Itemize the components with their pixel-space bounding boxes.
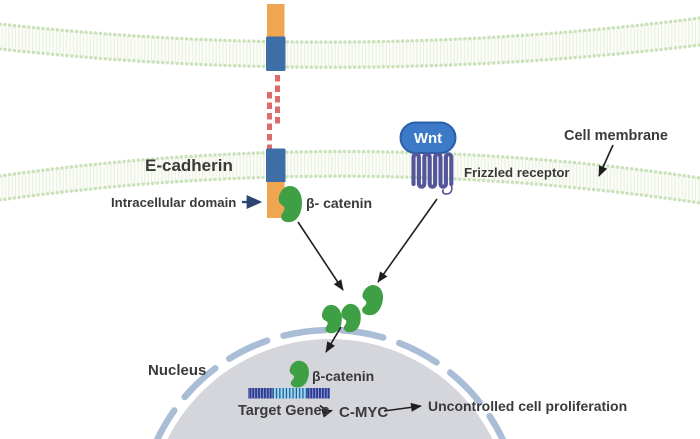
e-cadherin-transmembrane-top	[266, 36, 286, 71]
arrow-cell-membrane-pointer	[598, 144, 614, 177]
arrow-cmyc-to-proliferation	[383, 402, 422, 412]
nucleus-envelope-dashes	[135, 326, 525, 439]
label-beta-catenin-nucleus: β-catenin	[312, 368, 374, 384]
bottom-membrane-inner-lipid-row	[0, 174, 700, 205]
beta-catenin-cluster	[320, 284, 385, 335]
nucleus	[135, 326, 525, 439]
frizzled-serpentine-helices	[411, 152, 454, 189]
arrow-target-genes-to-cmyc	[319, 404, 333, 418]
bottom-cell-membrane	[0, 149, 700, 205]
beta-catenin-membrane-bound	[277, 185, 304, 223]
arrow-frizzled-to-cluster	[377, 198, 438, 283]
label-frizzled-receptor: Frizzled receptor	[464, 165, 570, 180]
label-nucleus: Nucleus	[148, 362, 206, 379]
label-cell-membrane: Cell membrane	[564, 128, 668, 144]
label-target-genes: Target Genes	[238, 403, 330, 419]
frizzled-receptor	[411, 152, 454, 195]
target-genes-dna	[248, 388, 330, 399]
arrow-ecadherin-to-cluster	[297, 221, 344, 291]
label-uncontrolled-proliferation: Uncontrolled cell proliferation	[428, 398, 627, 414]
e-cadherin-transmembrane-bottom	[266, 148, 286, 183]
e-cadherin-intracellular-domain	[267, 182, 285, 218]
bottom-membrane-outer-lipid-row	[0, 149, 700, 180]
label-intracellular-domain: Intracellular domain	[111, 195, 236, 210]
e-cadherin-extracellular-top	[267, 4, 285, 37]
top-membrane-inner-lipid-row	[0, 43, 700, 69]
label-c-myc: C-MYC	[339, 404, 388, 421]
beta-catenin-free-3	[360, 284, 385, 317]
bottom-membrane-bilayer-band	[0, 151, 700, 203]
frizzled-cytoplasmic-tail	[441, 184, 453, 195]
top-membrane-outer-lipid-row	[0, 16, 700, 44]
label-e-cadherin: E-cadherin	[145, 156, 233, 175]
dna-left-segment	[248, 388, 273, 399]
arrow-cluster-to-nucleus	[325, 326, 342, 353]
e-cadherin-complex	[266, 4, 304, 223]
label-wnt: Wnt	[414, 130, 442, 147]
label-beta-catenin-membrane: β- catenin	[306, 195, 372, 211]
dna-middle-segment	[273, 388, 307, 399]
dna-right-segment	[307, 388, 330, 399]
top-cell-membrane	[0, 16, 700, 69]
